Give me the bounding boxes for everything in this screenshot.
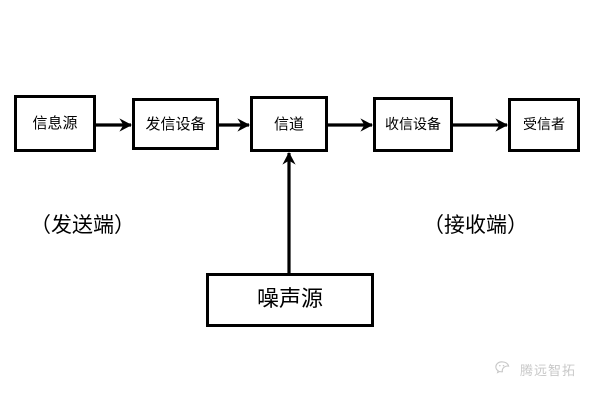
node-label-destination: 受信者: [523, 117, 565, 133]
watermark-text: 腾远智拓: [520, 363, 577, 379]
node-label-information-source: 信息源: [32, 114, 78, 132]
node-information-source: 信息源: [14, 95, 96, 152]
node-noise-source: 噪声源: [206, 273, 374, 327]
node-label-transmitter: 发信设备: [145, 114, 206, 133]
node-transmitter: 发信设备: [132, 98, 219, 150]
node-label-receiver: 收信设备: [385, 116, 441, 133]
node-channel: 信道: [250, 96, 328, 152]
node-destination: 受信者: [508, 98, 580, 152]
watermark: 腾远智拓: [494, 359, 576, 379]
node-label-channel: 信道: [273, 114, 304, 133]
node-receiver: 收信设备: [373, 97, 453, 152]
wechat-logo-icon: [495, 361, 510, 374]
annotation-receiver-side: （接收端）: [423, 213, 528, 237]
annotation-sender-side: （发送端）: [30, 213, 135, 237]
node-label-noise-source: 噪声源: [256, 287, 323, 312]
